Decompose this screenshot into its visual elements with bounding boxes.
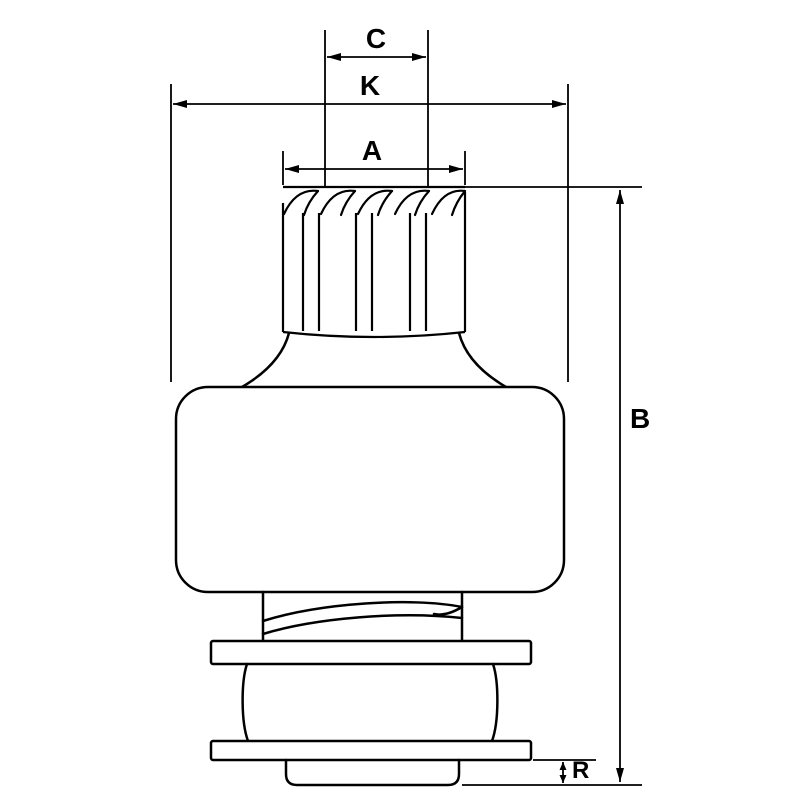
dimension-k: K	[170, 70, 569, 382]
dimension-c: C	[324, 23, 429, 186]
helical-spline-shaft	[261, 590, 464, 643]
upper-flange	[209, 639, 533, 666]
dim-label-b: B	[630, 403, 650, 434]
clutch-housing-body	[174, 385, 566, 594]
dimension-b: B	[462, 186, 650, 786]
dim-label-c: C	[366, 23, 386, 54]
shaft-taper	[240, 331, 508, 389]
lower-flange	[209, 739, 533, 762]
pinion-gear	[281, 185, 467, 339]
dim-label-r: R	[572, 757, 589, 784]
dim-label-k: K	[360, 70, 380, 101]
middle-cylinder	[241, 662, 499, 743]
bottom-collar	[284, 758, 461, 787]
dimension-r: R	[533, 757, 596, 784]
dim-label-a: A	[362, 135, 382, 166]
gear-tooth-tips	[282, 189, 467, 217]
drive-part-outline	[174, 185, 566, 787]
dimension-a: A	[282, 135, 466, 185]
